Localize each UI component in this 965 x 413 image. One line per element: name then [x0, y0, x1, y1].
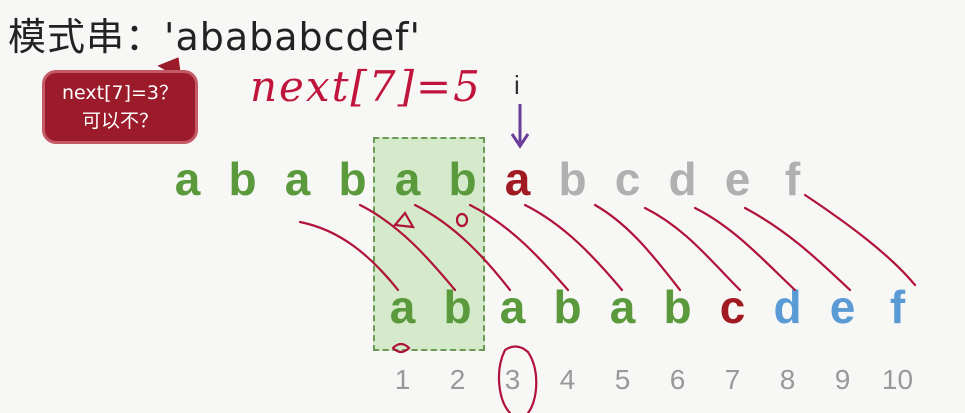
pattern-char: b [663, 281, 692, 333]
annotation-stroke [468, 203, 570, 292]
annotation-stroke [803, 193, 917, 287]
annotation-stroke [298, 220, 400, 292]
annotation-mark [392, 211, 416, 229]
annotation-stroke [413, 203, 512, 292]
callout-line-1: next[7]=3？ [61, 82, 178, 104]
main-string-char: e [724, 153, 751, 205]
index-label: 5 [614, 364, 631, 395]
annotation-mark [455, 212, 469, 228]
pattern-char: a [499, 281, 526, 333]
index-label: 8 [779, 364, 796, 395]
callout-line-2: 可以不？ [81, 110, 158, 132]
main-string-char: b [558, 153, 587, 205]
handwritten-note: next[7]=5 [250, 62, 482, 111]
annotation-stroke [523, 203, 624, 292]
main-string-char: f [784, 153, 801, 205]
index-label: 3 [504, 364, 521, 395]
annotation-circle [497, 345, 538, 413]
main-string-char: a [284, 153, 311, 205]
index-row: 1 2 3 4 5 6 7 8 9 10 [375, 364, 925, 396]
main-string-char: b [338, 153, 367, 205]
index-label: 6 [669, 364, 686, 395]
pattern-char: d [773, 281, 802, 333]
annotation-stroke [358, 203, 457, 292]
callout-bubble: next[7]=3？ 可以不？ [42, 70, 198, 144]
index-label: 7 [724, 364, 741, 395]
annotation-stroke [643, 206, 742, 292]
pointer-label: i [514, 70, 520, 100]
main-string-char: a [174, 153, 201, 205]
main-string-char: d [668, 153, 697, 205]
index-label: 2 [449, 364, 466, 395]
page-title: 模式串：'abababcdef' [8, 15, 421, 59]
main-string-char: b [228, 153, 257, 205]
pattern-char: f [889, 281, 906, 333]
annotation-stroke [693, 206, 797, 292]
annotation-mark [391, 342, 411, 354]
highlight-window [373, 137, 485, 351]
pointer-arrow-icon [510, 104, 530, 149]
main-string-char: a [504, 153, 531, 205]
index-label: 10 [881, 364, 914, 395]
annotation-stroke [743, 206, 852, 292]
index-label: 1 [394, 364, 411, 395]
annotation-stroke [593, 203, 682, 292]
pattern-char: a [389, 281, 416, 333]
main-string-char: c [614, 153, 641, 205]
main-string-char: b [448, 153, 477, 205]
pattern-char: b [443, 281, 472, 333]
main-string-char: a [394, 153, 421, 205]
index-label: 9 [834, 364, 851, 395]
index-label: 4 [559, 364, 576, 395]
